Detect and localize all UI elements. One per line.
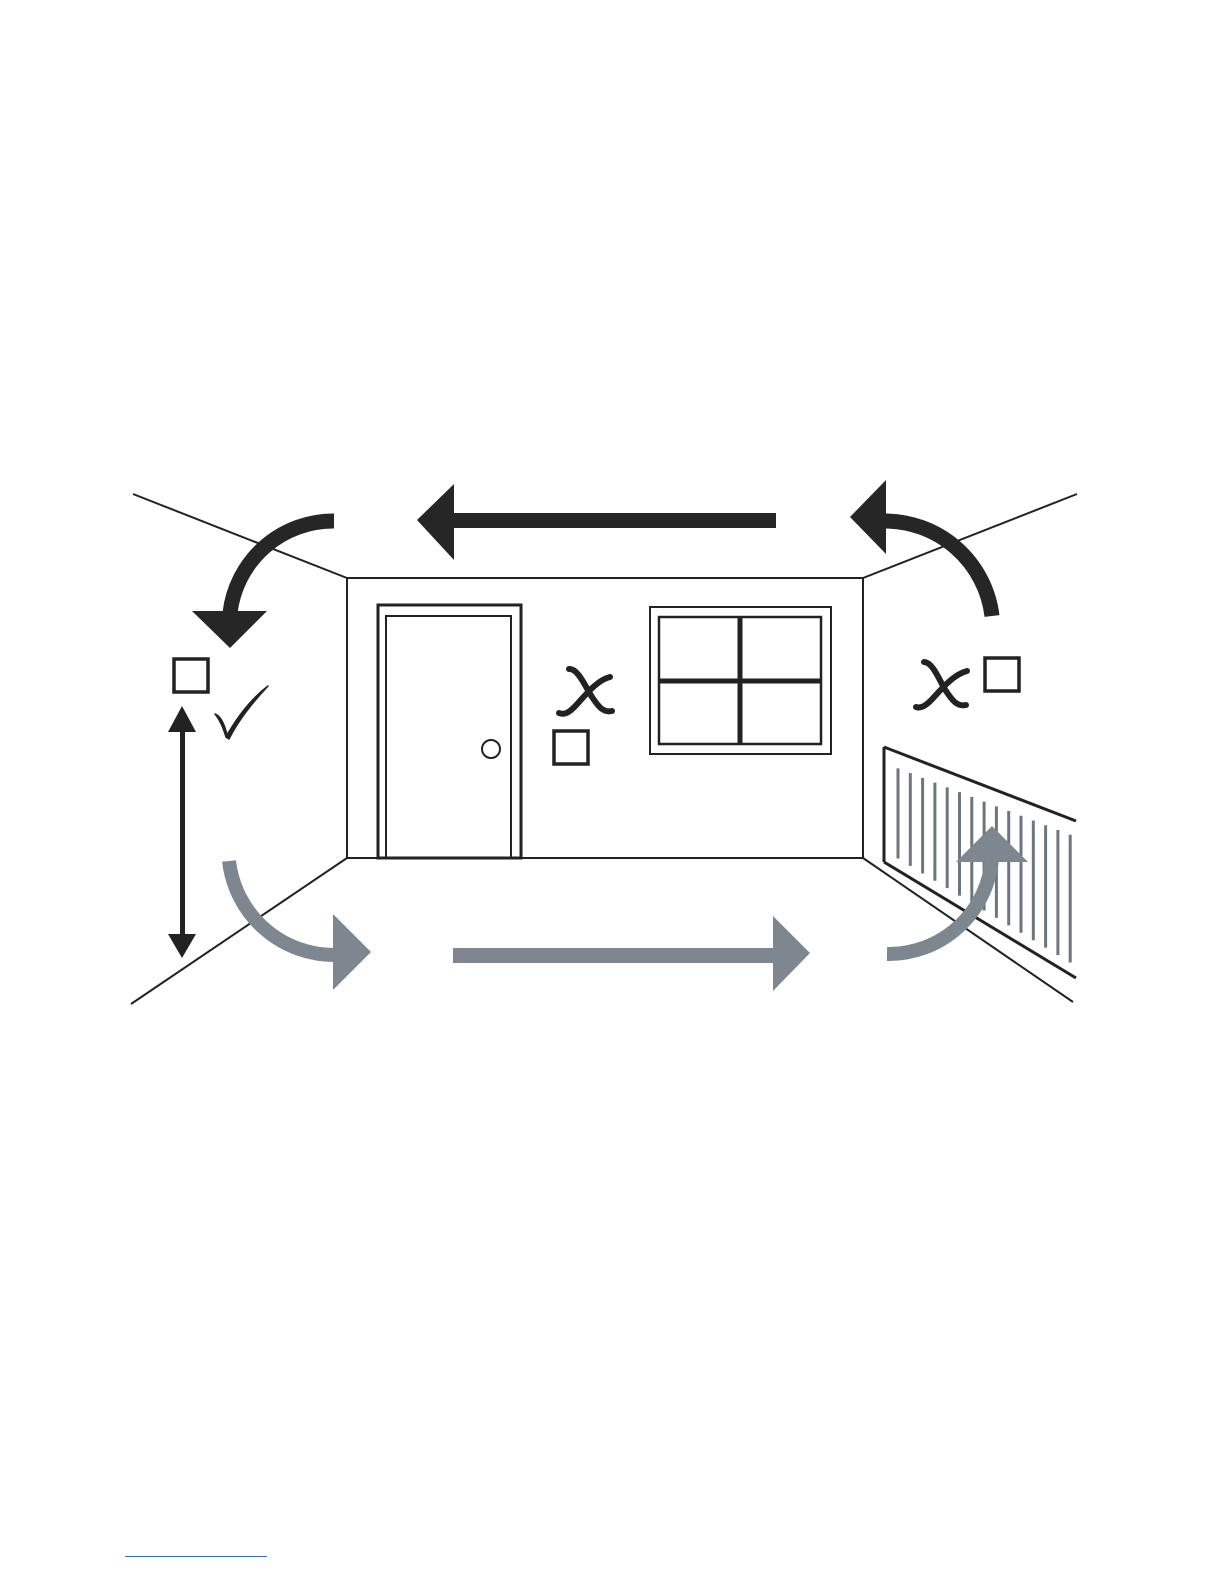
- right-curved-arrow-body: [884, 521, 992, 616]
- height-arrow-head-up: [168, 706, 196, 732]
- window: [650, 607, 831, 754]
- floor-line-right: [863, 858, 1073, 1002]
- bottom-straight-arrow-shaft: [453, 948, 783, 963]
- door-frame: [378, 605, 521, 858]
- top-straight-arrow-shaft: [448, 513, 776, 528]
- cross-mark-icon-center: [559, 669, 612, 714]
- door-knob: [482, 740, 500, 758]
- height-arrow-shaft: [180, 728, 185, 938]
- left-curved-arrow-head: [192, 611, 267, 648]
- back-wall: [347, 578, 863, 858]
- placement-marks: [174, 658, 1019, 764]
- radiator-bars: [898, 768, 1070, 962]
- door-panel: [386, 616, 511, 858]
- bottom-left-curved-arrow-body: [229, 861, 335, 955]
- bottom-right-curved-arrow-head: [956, 826, 1028, 862]
- height-indicator: [168, 706, 196, 958]
- radiator-top-edge: [884, 747, 1076, 821]
- floor-airflow: [229, 826, 1028, 991]
- height-arrow-head-down: [168, 934, 196, 958]
- empty-checkbox-right: [985, 658, 1019, 691]
- radiator-bottom-edge: [884, 862, 1076, 978]
- door: [378, 605, 521, 858]
- radiator: [884, 747, 1076, 978]
- check-mark-icon: [215, 686, 268, 739]
- top-straight-arrow-head: [417, 484, 454, 560]
- bottom-straight-arrow-head: [773, 916, 810, 991]
- right-curved-arrow-head: [850, 480, 886, 554]
- footer-rule: [125, 1556, 267, 1557]
- cross-mark-icon-right: [916, 662, 967, 707]
- empty-checkbox-left: [174, 659, 208, 692]
- bottom-left-curved-arrow-head: [333, 914, 371, 990]
- empty-checkbox-center: [554, 731, 588, 764]
